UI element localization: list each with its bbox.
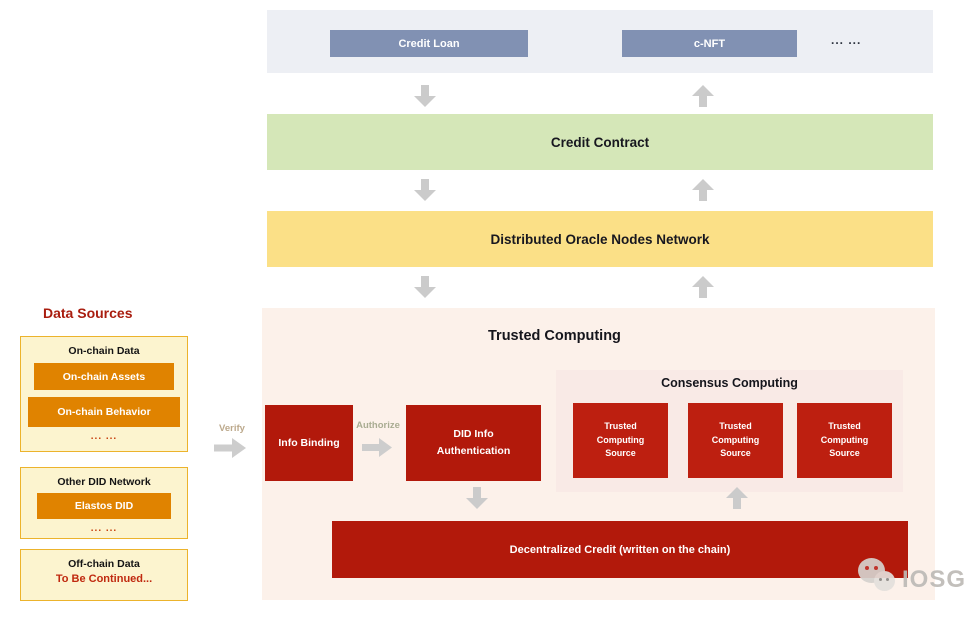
arrow-right-icon [214,438,246,458]
info-binding-box: Info Binding [265,405,353,481]
onchain-behavior-box: On-chain Behavior [28,397,180,427]
data-sources-title: Data Sources [43,305,133,321]
arrow-up-icon [692,85,714,107]
trusted-computing-source-box: Trusted Computing Source [797,403,892,478]
more-apps-ellipsis: ... ... [831,33,862,47]
arrow-down-icon [414,179,436,201]
onchain-data-group: On-chain Data On-chain Assets On-chain B… [20,336,188,452]
arrow-down-icon [466,487,488,509]
ellipsis-label: ... ... [90,431,118,442]
other-did-network-group: Other DID Network Elastos DID ... ... [20,467,188,539]
consensus-computing-title: Consensus Computing [661,376,798,390]
group-title: On-chain Data [68,345,140,357]
offchain-data-group: Off-chain Data To Be Continued... [20,549,188,601]
credit-loan-box: Credit Loan [330,30,528,57]
verify-label: Verify [219,423,245,434]
trusted-computing-source-box: Trusted Computing Source [688,403,783,478]
chat-bubble-icon [873,571,895,591]
trusted-computing-title: Trusted Computing [488,328,621,344]
arrow-up-icon [692,179,714,201]
arrow-right-icon [362,438,392,457]
decentralized-credit-bar: Decentralized Credit (written on the cha… [332,521,908,578]
consensus-computing-panel: Consensus Computing Trusted Computing So… [556,370,903,492]
authorize-label: Authorize [356,420,400,431]
credit-contract-bar: Credit Contract [267,114,933,170]
to-be-continued-note: To Be Continued... [55,573,153,585]
arrow-up-icon [726,487,748,509]
arrow-down-icon [414,276,436,298]
elastos-did-box: Elastos DID [37,493,171,519]
iosg-watermark: IOSG [856,556,966,598]
trusted-computing-source-box: Trusted Computing Source [573,403,668,478]
group-title: Off-chain Data [68,558,140,570]
ellipsis-label: ... ... [90,523,118,534]
iosg-logo-icon [856,556,900,598]
arrow-down-icon [414,85,436,107]
oracle-network-bar: Distributed Oracle Nodes Network [267,211,933,267]
onchain-assets-box: On-chain Assets [34,363,174,390]
did-info-authentication-box: DID Info Authentication [406,405,541,481]
group-title: Other DID Network [57,476,151,488]
c-nft-box: c-NFT [622,30,797,57]
arrow-up-icon [692,276,714,298]
iosg-watermark-text: IOSG [901,566,966,593]
application-layer-band: Credit Loan c-NFT ... ... [267,10,933,73]
